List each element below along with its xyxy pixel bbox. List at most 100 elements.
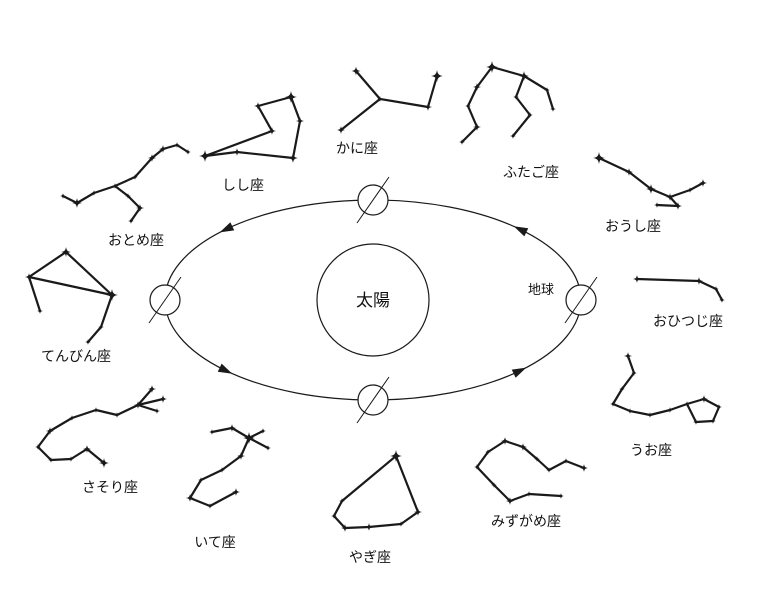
star-icon: [519, 71, 529, 81]
constellation-line: [668, 188, 692, 199]
star-icon: [232, 488, 240, 496]
orbit-arrow-icon: [217, 363, 233, 374]
constellation-line: [535, 457, 551, 472]
constellation-cancer: かに座: [336, 66, 443, 156]
constellation-line: [85, 447, 106, 465]
star-icon: [431, 70, 443, 82]
constellation-line: [466, 85, 479, 108]
constellation-line: [332, 514, 347, 530]
constellation-line: [354, 69, 382, 101]
constellation-line: [702, 397, 721, 409]
constellation-line: [466, 104, 479, 129]
constellation-label-scorpius: さそり座: [82, 479, 138, 495]
constellation-line: [48, 416, 74, 433]
constellation-line: [475, 65, 494, 89]
constellation-line: [522, 74, 549, 92]
constellation-line: [620, 371, 636, 391]
star-icon: [93, 407, 99, 413]
constellation-line: [115, 403, 140, 417]
constellation-label-gemini: ふたご座: [503, 164, 559, 180]
constellation-layer: かに座ふたご座おうし座おひつじ座うお座みずがめ座やぎ座いて座さそり座てんびん座お…: [25, 61, 725, 565]
star-icon: [199, 150, 211, 162]
constellation-label-taurus: おうし座: [605, 218, 661, 234]
constellation-line: [394, 454, 420, 514]
earth-axis-line: [356, 376, 390, 424]
constellation-taurus: おうし座: [593, 152, 707, 234]
constellation-line: [230, 426, 251, 440]
constellation-line: [133, 156, 154, 179]
constellation-line: [521, 445, 539, 461]
constellation-line: [175, 143, 190, 154]
constellation-line: [203, 150, 239, 158]
constellation-line: [27, 275, 114, 297]
constellation-line: [648, 408, 672, 417]
constellation-line: [486, 439, 507, 454]
constellation-line: [460, 125, 479, 144]
star-icon: [154, 408, 160, 414]
constellation-line: [340, 454, 398, 503]
constellation-capricorn: やぎ座: [331, 450, 422, 565]
constellation-line: [36, 445, 53, 462]
constellation-line: [597, 156, 631, 174]
constellation-virgo: おとめ座: [60, 142, 191, 248]
star-icon: [424, 103, 432, 111]
constellation-line: [188, 496, 212, 508]
earth-axis-line: [356, 176, 390, 224]
constellation-line: [70, 408, 98, 420]
constellation-line: [289, 95, 302, 123]
constellation-line: [210, 426, 234, 434]
constellation-line: [626, 354, 636, 375]
constellation-line: [367, 522, 403, 529]
star-icon: [700, 395, 708, 403]
constellation-line: [378, 97, 430, 109]
constellation-line: [547, 459, 568, 472]
star-icon: [624, 352, 632, 360]
constellation-line: [94, 408, 119, 417]
constellation-label-capricorn: やぎ座: [349, 549, 391, 565]
earth-position-marker-bottom: [356, 376, 390, 424]
constellation-line: [627, 170, 653, 191]
star-icon: [37, 308, 43, 314]
earth-position-marker-top: [356, 176, 390, 224]
star-icon: [710, 418, 716, 424]
constellation-line: [113, 184, 130, 198]
constellation-line: [492, 483, 512, 503]
constellation-gemini: ふたご座: [459, 61, 559, 180]
constellation-line: [150, 147, 165, 160]
constellation-label-aquarius: みずがめ座: [491, 513, 561, 529]
constellation-aries: おひつじ座: [633, 275, 725, 329]
sun-circle: [316, 243, 430, 357]
constellation-line: [511, 113, 532, 138]
constellation-line: [564, 459, 586, 470]
star-icon: [550, 106, 556, 112]
constellation-line: [239, 436, 251, 458]
constellation-line: [75, 191, 96, 205]
orbit-arrow-icon: [513, 226, 529, 237]
orbit-arrow-icon: [511, 367, 527, 378]
orbit-arrow-icon: [219, 222, 235, 233]
star-icon: [593, 152, 605, 164]
constellation-line: [203, 129, 274, 158]
sun-label: 太陽: [356, 291, 390, 310]
star-icon: [209, 429, 215, 435]
star-icon: [72, 198, 82, 208]
constellation-line: [649, 187, 672, 199]
constellation-line: [714, 287, 724, 302]
star-icon: [699, 179, 707, 187]
constellation-line: [611, 402, 632, 413]
constellation-line: [161, 143, 179, 151]
constellation-libra: てんびん座: [25, 247, 118, 364]
constellation-line: [86, 325, 103, 344]
constellation-line: [514, 74, 526, 99]
constellation-line: [69, 447, 89, 461]
constellation-line: [655, 203, 680, 208]
star-icon: [243, 432, 255, 444]
constellation-line: [36, 429, 52, 449]
constellation-line: [136, 397, 165, 407]
constellation-line: [611, 387, 624, 406]
constellation-label-cancer: かに座: [336, 140, 378, 156]
constellation-line: [92, 184, 117, 195]
star-icon: [526, 491, 532, 497]
star-icon: [288, 153, 298, 163]
constellation-label-virgo: おとめ座: [108, 232, 164, 248]
